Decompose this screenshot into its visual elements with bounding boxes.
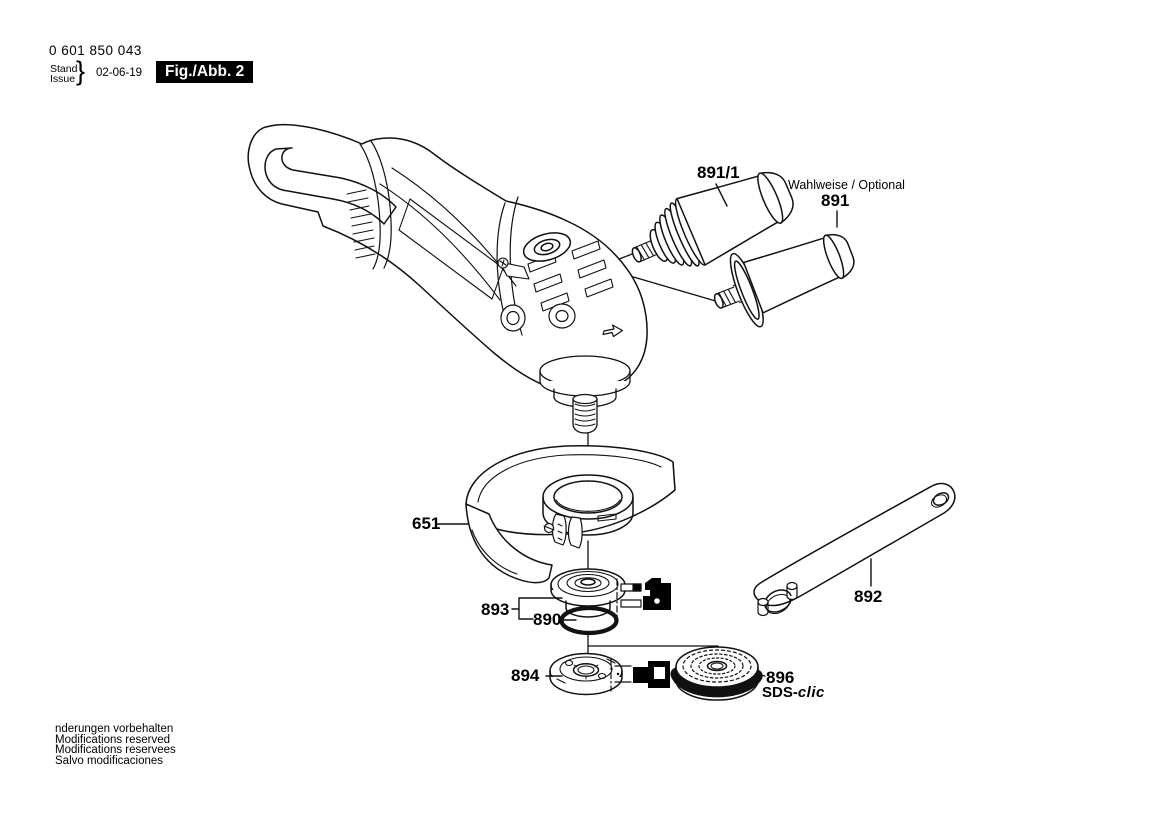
guard-latch	[497, 257, 530, 280]
aux-handle-891	[713, 233, 855, 328]
brace-glyph: }	[76, 56, 86, 86]
spindle	[539, 355, 631, 434]
stand-label: Stand	[50, 63, 78, 75]
pictogram-spindle-b	[610, 658, 670, 692]
callout-891-1: 891/1	[697, 163, 740, 182]
modifications-notice: nderungen vorbehalten Modifications rese…	[55, 723, 176, 767]
part-number: 0 601 850 043	[49, 43, 142, 58]
figure-label: Fig./Abb. 2	[156, 61, 254, 83]
callout-890: 890	[533, 610, 562, 629]
aux-handle-891-1	[631, 171, 794, 267]
guard-clamp	[543, 513, 583, 549]
pin-wrench-892	[753, 482, 956, 617]
optional-note: Wahlweise / Optional	[788, 178, 905, 192]
motor-vent-slats	[346, 189, 376, 259]
notice-line-fr: Modifications reservees	[55, 744, 176, 757]
side-handle-boss	[500, 303, 576, 332]
sds-clic-nut-896	[670, 646, 764, 701]
rotation-arrow	[602, 324, 624, 338]
sds-clic-logo: SDS-clic	[762, 684, 825, 701]
callout-651: 651	[412, 514, 441, 533]
callout-892: 892	[854, 587, 883, 606]
backing-flange-893	[550, 568, 626, 618]
issue-date: 02-06-19	[96, 67, 143, 79]
notice-line-es: Salvo modificaciones	[55, 754, 164, 767]
spindle-lock-button	[522, 232, 572, 262]
sds-word: clic	[797, 684, 825, 701]
notice-line-de: nderungen vorbehalten	[55, 723, 174, 735]
grinder-body	[247, 123, 648, 434]
rear-handle-opening	[264, 147, 397, 225]
callout-894: 894	[511, 666, 540, 685]
notice-line-en: Modifications reserved	[55, 733, 171, 746]
callout-893: 893	[481, 600, 510, 619]
callout-891: 891	[821, 191, 850, 210]
sds-prefix: SDS-	[762, 684, 798, 701]
callout-896: 896	[766, 668, 795, 687]
issue-label: Issue	[50, 73, 76, 85]
wheel-guard-651	[465, 444, 676, 584]
guard-collar	[542, 474, 634, 536]
leader-lines	[436, 183, 872, 677]
pictogram-spindle-a	[616, 578, 671, 618]
